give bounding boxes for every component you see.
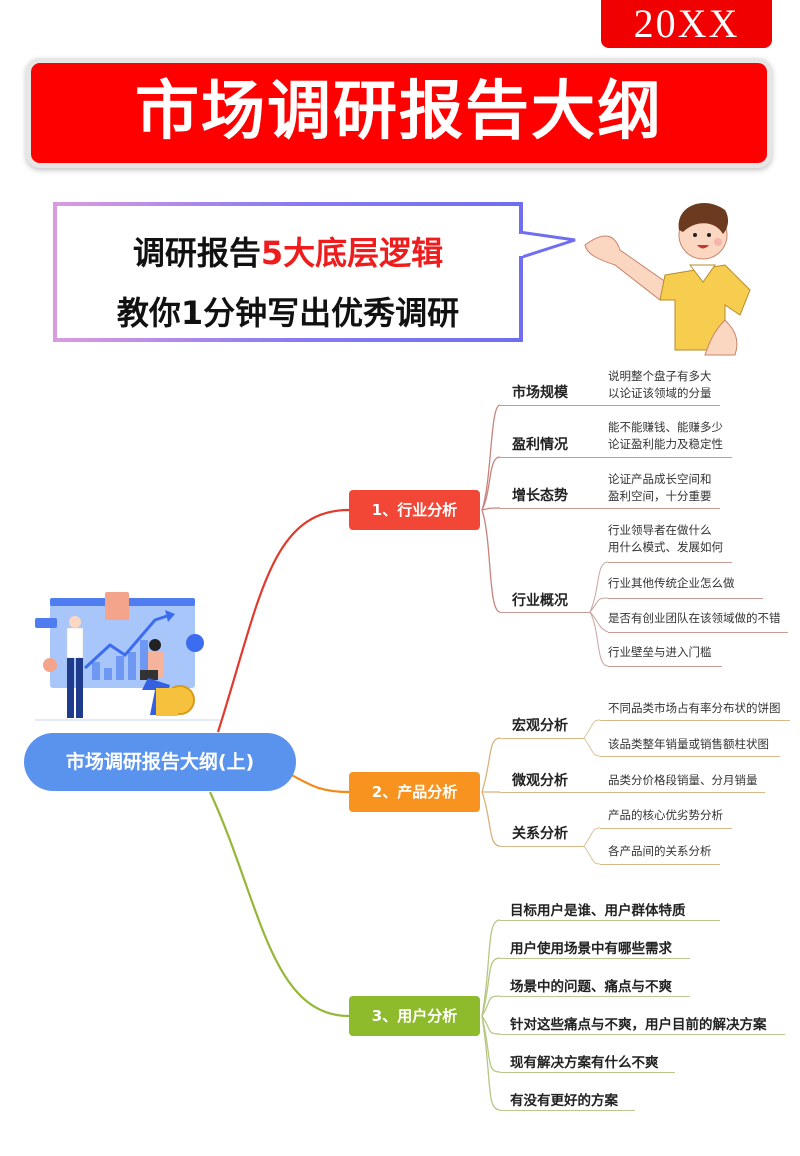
underline [500, 612, 590, 613]
underline [600, 756, 780, 757]
leaf: 品类分价格段销量、分月销量 [608, 773, 758, 787]
underline [608, 598, 763, 599]
sub-industry-overview: 行业概况 [512, 593, 568, 609]
leaf: 行业领导者在做什么 [608, 523, 712, 537]
underline [608, 632, 788, 633]
speech-line-2: 教你1分钟写出优秀调研 [116, 294, 460, 332]
user-item: 目标用户是谁、用户群体特质 [510, 903, 686, 919]
leaf: 产品的核心优劣势分析 [608, 808, 723, 822]
user-item: 场景中的问题、痛点与不爽 [510, 979, 672, 995]
leaf: 该品类整年销量或销售额柱状图 [608, 737, 769, 751]
underline [500, 996, 690, 997]
underline [500, 738, 584, 739]
leaf: 盈利空间，十分重要 [608, 489, 712, 503]
speech-line-1-highlight: 5大底层逻辑 [260, 234, 444, 272]
leaf: 行业其他传统企业怎么做 [608, 576, 735, 590]
sub-growth-trend: 增长态势 [512, 488, 568, 504]
presenter-mascot-icon [584, 202, 751, 356]
leaf: 不同品类市场占有率分布状的饼图 [608, 701, 781, 715]
mindmap-root: 市场调研报告大纲(上) [24, 733, 296, 791]
leaf: 行业壁垒与进入门槛 [608, 645, 712, 659]
underline [500, 846, 584, 847]
leaf: 以论证该领域的分量 [608, 386, 712, 400]
sub-relation-analysis: 关系分析 [512, 826, 568, 842]
user-item: 用户使用场景中有哪些需求 [510, 941, 672, 957]
speech-tail-icon [519, 230, 576, 260]
underline [500, 1110, 635, 1111]
sub-macro-analysis: 宏观分析 [512, 718, 568, 734]
underline [500, 920, 720, 921]
branch-user-analysis: 3、用户分析 [349, 996, 480, 1036]
underline [600, 828, 732, 829]
underline [600, 864, 720, 865]
speech-line-1: 调研报告5大底层逻辑 [57, 228, 519, 274]
branch-product-analysis: 2、产品分析 [349, 772, 480, 812]
leaf: 是否有创业团队在该领域做的不错 [608, 611, 781, 625]
leaf: 论证产品成长空间和 [608, 472, 712, 486]
leaf: 论证盈利能力及稳定性 [608, 437, 723, 451]
sub-micro-analysis: 微观分析 [512, 773, 568, 789]
business-chart-illustration-icon [35, 592, 220, 721]
underline [608, 562, 732, 563]
underline [600, 720, 790, 721]
leaf: 各产品间的关系分析 [608, 844, 712, 858]
underline [500, 457, 732, 458]
speech-bubble: 调研报告5大底层逻辑 教你1分钟写出优秀调研 [53, 202, 523, 342]
sub-profitability: 盈利情况 [512, 437, 568, 453]
underline [500, 792, 765, 793]
user-item: 有没有更好的方案 [510, 1093, 618, 1109]
sub-market-size: 市场规模 [512, 385, 568, 401]
user-item: 现有解决方案有什么不爽 [510, 1055, 659, 1071]
underline [500, 405, 720, 406]
page-title: 市场调研报告大纲 [26, 58, 772, 168]
leaf: 能不能赚钱、能赚多少 [608, 420, 723, 434]
branch-industry-analysis: 1、行业分析 [349, 490, 480, 530]
underline [500, 1072, 675, 1073]
underline [500, 508, 720, 509]
underline [608, 666, 722, 667]
year-badge: 20XX [601, 0, 772, 48]
leaf: 用什么模式、发展如何 [608, 540, 723, 554]
underline [500, 958, 690, 959]
user-item: 针对这些痛点与不爽，用户目前的解决方案 [510, 1017, 767, 1033]
speech-line-1-prefix: 调研报告 [132, 234, 261, 272]
underline [500, 1034, 785, 1035]
leaf: 说明整个盘子有多大 [608, 369, 712, 383]
